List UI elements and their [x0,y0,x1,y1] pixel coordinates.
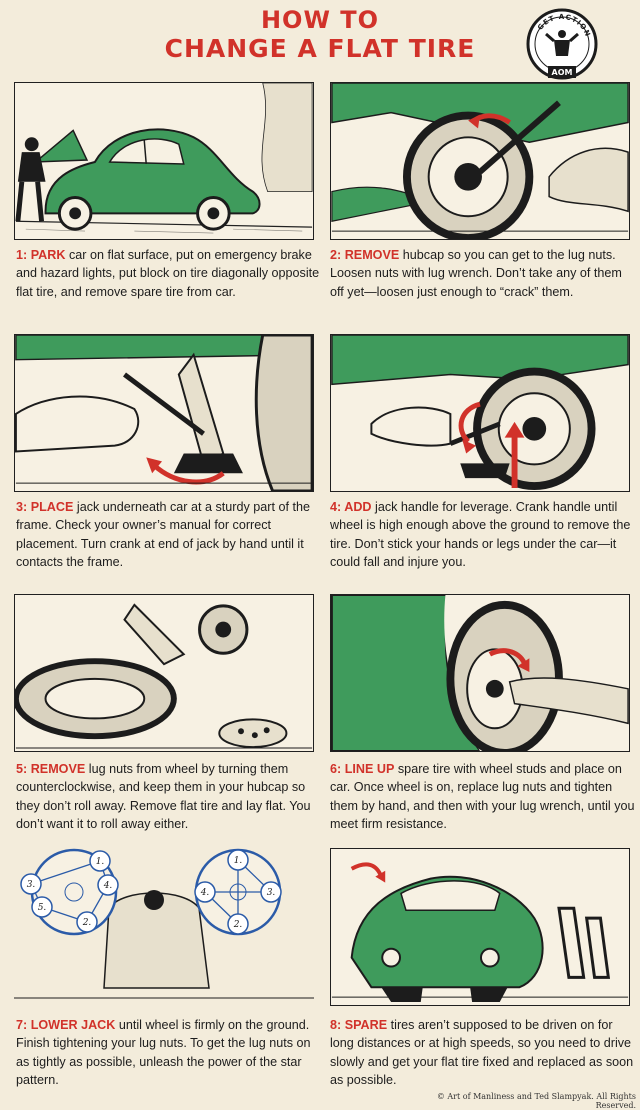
star-left-label-1: 1. [96,857,105,867]
step-3-body: jack underneath car at a sturdy part of … [16,500,311,570]
badge-bottom-text: AOM [552,68,573,77]
flat-tire-icon [15,603,313,749]
step-3-label: 3: PLACE [16,500,74,514]
star-left-label-2: 2. [82,918,92,928]
step-2-text: 2: REMOVE hubcap so you can get to the l… [330,246,635,301]
car-driving-icon [331,862,629,1003]
panel-2-remove-hubcap-illustration [330,82,630,240]
panel-7-star-pattern-illustration: 1. 4. 2. 5. 3. 1. 3. 2. 4. [14,848,314,1006]
step-4-text: 4: ADD jack handle for leverage. Crank h… [330,498,635,572]
step-5-text: 5: REMOVE lug nuts from wheel by turning… [16,760,321,834]
panel-8-spare-illustration [330,848,630,1006]
star-right-label-3: 3. [267,888,276,898]
star-left-label-4: 4. [103,881,113,891]
step-7-label: 7: LOWER JACK [16,1018,116,1032]
star-left-label-5: 5. [38,903,47,913]
step-5-body: lug nuts from wheel by turning them coun… [16,762,311,832]
step-5-label: 5: REMOVE [16,762,86,776]
step-3-text: 3: PLACE jack underneath car at a sturdy… [16,498,321,572]
step-2-body: hubcap so you can get to the lug nuts. L… [330,248,622,299]
panel-5-remove-lug-nuts-illustration [14,594,314,752]
spare-tire-icon [331,595,629,751]
star-right-label-2: 2. [233,920,243,930]
title-line-2: CHANGE A FLAT TIRE [164,34,476,63]
aom-badge-logo: GET ACTION AOM [520,4,604,88]
panel-1-park-illustration [14,82,314,240]
title-line-1: HOW TO [260,6,380,34]
star-left-label-3: 3. [27,880,36,890]
step-1-text: 1: PARK car on flat surface, put on emer… [16,246,321,301]
step-8-body: tires aren’t supposed to be driven on fo… [330,1018,634,1088]
panel-3-place-jack-illustration [14,334,314,492]
star-pattern-left-diagram: 1. 4. 2. 5. 3. [20,848,119,936]
step-6-label: 6: LINE UP [330,762,395,776]
lug-wrench-icon [331,83,629,239]
step-1-label: 1: PARK [16,248,66,262]
step-8-label: 8: SPARE [330,1018,388,1032]
step-1-body: car on flat surface, put on emergency br… [16,248,320,299]
car-park-icon [15,83,313,234]
step-6-text: 6: LINE UP spare tire with wheel studs a… [330,760,635,834]
star-right-label-4: 4. [200,888,210,898]
step-7-body: until wheel is firmly on the ground. Fin… [16,1018,311,1088]
step-2-label: 2: REMOVE [330,248,400,262]
step-4-body: jack handle for leverage. Crank handle u… [330,500,631,570]
panel-4-jack-handle-illustration [330,334,630,492]
car-jack-icon [15,335,313,491]
star-right-label-1: 1. [234,856,243,866]
copyright-credit: © Art of Manliness and Ted Slampyak. All… [436,1092,636,1110]
page-title: HOW TO CHANGE A FLAT TIRE [0,6,640,64]
jack-handle-icon [331,335,629,491]
step-8-text: 8: SPARE tires aren’t supposed to be dri… [330,1016,635,1090]
step-4-label: 4: ADD [330,500,372,514]
star-pattern-right-diagram: 1. 3. 2. 4. [194,848,282,936]
panel-6-line-up-spare-illustration [330,594,630,752]
step-6-body: spare tire with wheel studs and place on… [330,762,635,832]
step-7-text: 7: LOWER JACK until wheel is firmly on t… [16,1016,321,1090]
